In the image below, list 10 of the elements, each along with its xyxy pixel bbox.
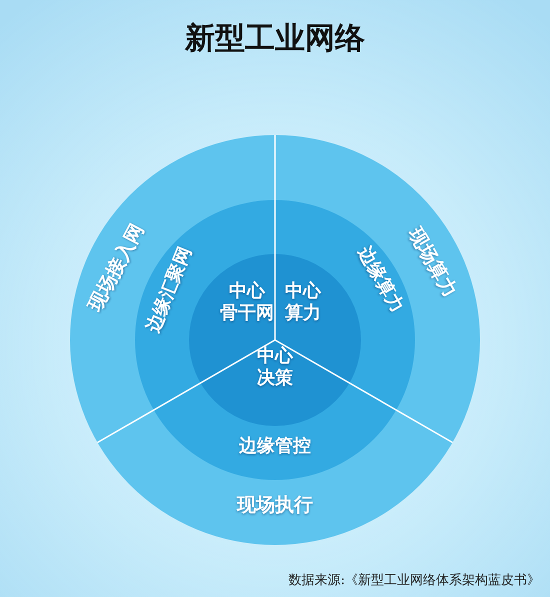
segment-label: 骨干网 xyxy=(220,304,274,324)
segment-label: 现场执行 xyxy=(237,495,313,517)
segment-label: 算力 xyxy=(285,304,321,324)
segment-label: 中心 xyxy=(257,346,293,368)
title: 新型工业网络 xyxy=(184,20,366,58)
segment-label: 中心 xyxy=(285,282,321,302)
source-note: 数据来源:《新型工业网络体系架构蓝皮书》 xyxy=(288,572,540,589)
segment-label: 边缘管控 xyxy=(239,436,311,458)
segment-label: 决策 xyxy=(257,368,293,390)
segment-label: 中心 xyxy=(229,282,265,302)
